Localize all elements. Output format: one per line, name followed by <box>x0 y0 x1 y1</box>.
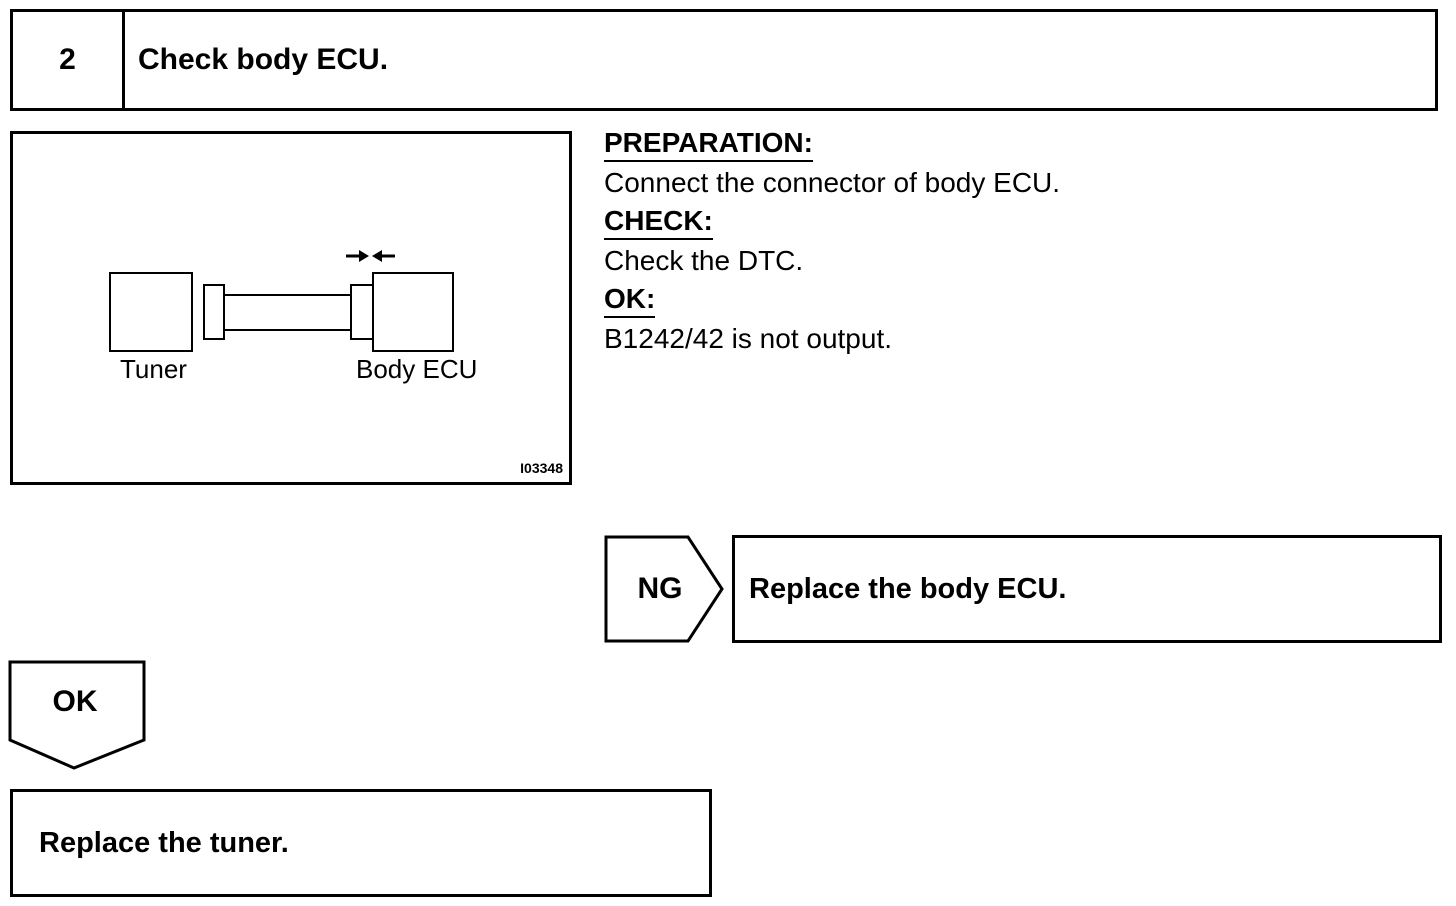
step-title: Check body ECU. <box>138 43 389 76</box>
ng-label: NG <box>637 572 683 605</box>
tuner-label: Tuner <box>120 354 187 384</box>
figure-id: I03348 <box>520 460 563 476</box>
ok-heading: OK: <box>604 282 656 318</box>
preparation-text: Connect the connector of body ECU. <box>604 167 1061 198</box>
ok-arrow-tag <box>8 660 146 770</box>
ok-result-text: Replace the tuner. <box>39 826 289 859</box>
ok-result-box: Replace the tuner. <box>10 789 712 897</box>
ng-arrow-tag <box>604 535 724 643</box>
tuner-connector <box>203 284 225 340</box>
body-ecu-label: Body ECU <box>356 354 478 384</box>
connect-arrows-icon <box>346 250 395 262</box>
body-ecu-unit <box>372 272 454 352</box>
check-text: Check the DTC. <box>604 245 804 276</box>
tuner-unit <box>109 272 193 352</box>
check-heading: CHECK: <box>604 204 713 240</box>
ok-text: B1242/42 is not output. <box>604 323 892 354</box>
instructions: PREPARATION: Connect the connector of bo… <box>604 126 1434 360</box>
body-ecu-connector <box>350 284 374 340</box>
ng-result-box: Replace the body ECU. <box>732 535 1442 643</box>
connection-diagram: Tuner Body ECU I03348 <box>10 131 572 485</box>
step-header: 2 Check body ECU. <box>10 9 1438 111</box>
ok-label: OK <box>52 685 98 718</box>
step-number: 2 <box>13 12 125 108</box>
preparation-heading: PREPARATION: <box>604 126 813 162</box>
ng-result-text: Replace the body ECU. <box>749 572 1067 605</box>
connector-illustration <box>109 250 454 352</box>
